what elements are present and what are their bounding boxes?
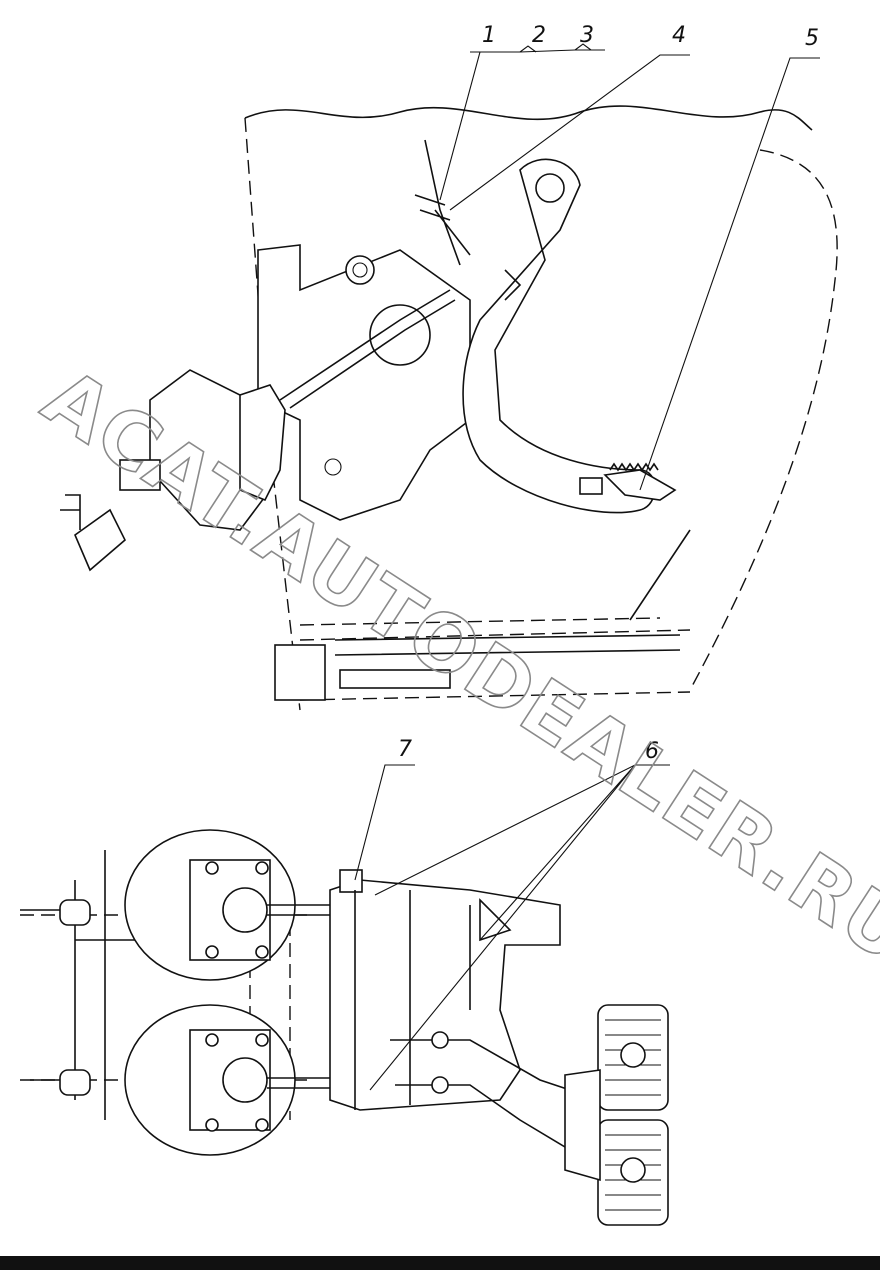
callout-3: 3	[580, 23, 594, 48]
pedal-rest	[339, 669, 451, 689]
chamber-port-lower	[222, 1057, 268, 1103]
hose-fitting	[431, 1031, 449, 1049]
chamber-port-upper	[222, 887, 268, 933]
push-rod	[279, 289, 456, 409]
callout-5: 5	[805, 26, 819, 51]
brake-valve-cap	[239, 384, 286, 502]
leader-5	[639, 57, 820, 491]
adjuster-rod	[414, 139, 522, 301]
bolt-icon	[255, 945, 269, 959]
floor-line-hidden	[299, 617, 691, 701]
bracket-clip	[339, 869, 363, 893]
ratchet-bolt	[579, 477, 603, 495]
bolt-icon	[205, 861, 219, 875]
cab-outline	[244, 117, 838, 711]
mounting-bracket	[329, 879, 561, 1111]
callout-4: 4	[672, 23, 686, 48]
bolt-icon	[205, 1033, 219, 1047]
firewall-hole	[324, 458, 342, 476]
fitting-upper	[59, 899, 91, 926]
pedal-bolt	[620, 1042, 646, 1068]
break-line-top	[244, 105, 813, 131]
pedal-bolt	[620, 1157, 646, 1183]
linkage-bellcrank	[369, 304, 431, 366]
valve-fitting	[119, 459, 161, 491]
bottom-border-bar	[0, 1256, 880, 1270]
pedal-pad	[274, 644, 326, 701]
pivot-nut	[345, 255, 375, 285]
fitting-lines	[20, 909, 60, 1081]
pedal-pivot-hole	[535, 173, 565, 203]
callout-6: 6	[645, 739, 659, 764]
floor-line	[334, 529, 691, 656]
leader-6	[369, 764, 670, 1091]
bolt-icon	[205, 945, 219, 959]
callout-2: 2	[532, 23, 546, 48]
callout-leaders-bottom	[354, 764, 670, 1091]
firewall-plate	[257, 244, 471, 521]
ratchet-teeth	[609, 462, 659, 472]
leader-7	[354, 764, 415, 881]
hose-fitting	[431, 1076, 449, 1094]
fitting-lower	[59, 1069, 91, 1096]
bracket-edges	[354, 890, 512, 1110]
hose-connector	[60, 494, 126, 572]
bolt-icon	[255, 1033, 269, 1047]
bolt-icon	[255, 861, 269, 875]
pivot-nut-inner	[352, 262, 368, 278]
callout-7: 7	[398, 737, 412, 762]
brake-chamber-view	[20, 829, 669, 1226]
leader-4	[449, 54, 690, 211]
pedal-lever	[462, 158, 656, 514]
bolt-icon	[205, 1118, 219, 1132]
pedal-assembly-view	[60, 105, 838, 711]
callout-1: 1	[482, 23, 496, 48]
pedal-arm	[564, 1069, 601, 1182]
bolt-icon	[255, 1118, 269, 1132]
callout-leaders-top	[439, 43, 820, 491]
leader-1-3	[439, 51, 481, 201]
